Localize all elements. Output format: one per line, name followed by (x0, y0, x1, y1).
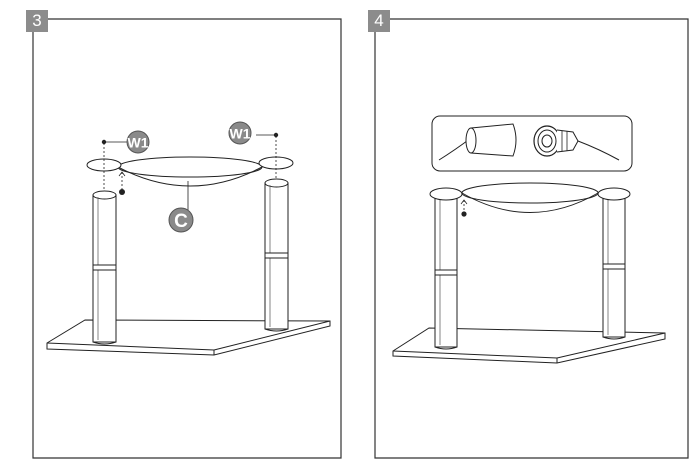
step-3-badge: 3 (26, 10, 48, 32)
bowl-top (429, 182, 631, 213)
step-3-panel: W1 W1 C 3 (26, 10, 342, 459)
base-plate (392, 327, 666, 364)
base-plate (46, 319, 331, 356)
nut-left (118, 171, 126, 195)
step-4-panel: 4 (347, 0, 694, 464)
washer-label-right-text: W1 (230, 126, 251, 142)
step-3-frame (32, 18, 342, 459)
right-pole (264, 178, 289, 332)
step-4-frame (374, 18, 689, 459)
washer-label-left: W1 (126, 130, 150, 154)
step-4-badge: 4 (368, 10, 390, 32)
step-4-illustration (374, 18, 689, 459)
cable-connector (460, 199, 468, 217)
cable-socket-icon (533, 125, 620, 161)
bowl-top (86, 156, 294, 187)
step-3-illustration: W1 W1 C (32, 18, 342, 459)
left-pole (92, 190, 117, 345)
washer-label-left-text: W1 (128, 135, 149, 151)
left-pole (434, 196, 458, 350)
screw-left (101, 139, 127, 190)
part-label-c-text: C (174, 211, 188, 232)
right-pole (602, 196, 626, 340)
cable-plug-icon (438, 123, 517, 161)
detail-inset (431, 115, 633, 172)
part-label-c: C (168, 207, 194, 233)
screw-right (256, 132, 279, 178)
washer-label-right: W1 (228, 121, 252, 145)
